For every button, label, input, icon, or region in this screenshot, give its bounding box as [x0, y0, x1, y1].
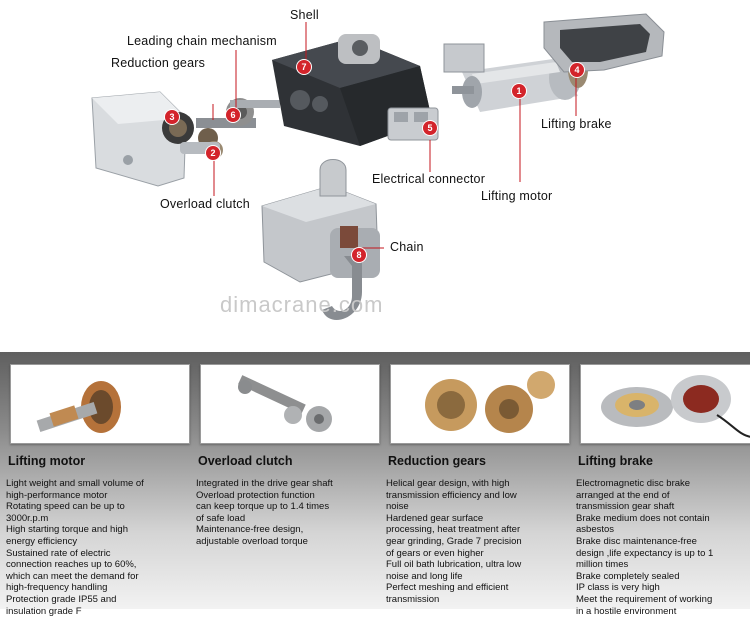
- badge-4: 4: [570, 63, 584, 77]
- feature-panel: Lifting motor Overload clutch Reduction …: [0, 352, 750, 617]
- body-line: Full oil bath lubrication, ultra low: [386, 559, 522, 571]
- body-line: Integrated in the drive gear shaft: [196, 478, 333, 489]
- title-reduction-gears: Reduction gears: [388, 454, 486, 468]
- badge-7: 7: [297, 60, 311, 74]
- body-line: adjustable overload torque: [196, 535, 308, 547]
- body-line: Protection grade IP55 and: [6, 593, 117, 605]
- body-line: of gears or even higher: [386, 547, 484, 559]
- body-line: arranged at the end of: [576, 489, 670, 501]
- body-line: Light weight and small volume of: [6, 478, 144, 489]
- body-line: High starting torque and high: [6, 524, 128, 536]
- badge-6: 6: [226, 108, 240, 122]
- body-line: connection reaches up to 60%,: [6, 559, 137, 571]
- body-line: energy efficiency: [6, 535, 78, 547]
- body-line: high-frequency handling: [6, 582, 108, 594]
- body-line: high-performance motor: [6, 489, 108, 501]
- body-line: Sustained rate of electric: [6, 547, 111, 559]
- label-reduction-gears: Reduction gears: [111, 56, 206, 70]
- exploded-diagram: dimacrane.com 1 2 3 4 5 6 7 8 Shell Lead…: [91, 8, 665, 321]
- badge-8: 8: [352, 248, 366, 262]
- body-overload-clutch: Integrated in the drive gear shaft Overl…: [196, 478, 374, 548]
- title-overload-clutch: Overload clutch: [198, 454, 293, 468]
- label-overload-clutch: Overload clutch: [160, 197, 250, 211]
- badge-1: 1: [512, 84, 526, 98]
- title-lifting-brake: Lifting brake: [578, 454, 654, 468]
- badge-3: 3: [165, 110, 179, 124]
- lifting-motor-image: [36, 381, 121, 433]
- body-line: Meet the requirement of working: [576, 593, 713, 605]
- body-line: transmission: [386, 593, 440, 605]
- lifting-brake-image: [601, 375, 750, 438]
- title-lifting-motor: Lifting motor: [8, 454, 86, 468]
- label-electrical-connector: Electrical connector: [372, 172, 486, 186]
- body-line: IP class is very high: [576, 582, 660, 594]
- body-line: design ,life expectancy is up to 1: [576, 547, 714, 559]
- body-line: transmission gear shaft: [576, 501, 675, 513]
- reduction-gears-image: [425, 371, 555, 433]
- badge-5: 5: [423, 121, 437, 135]
- body-line: in a hostile environment: [576, 605, 677, 617]
- reduction-gears-photo: [390, 364, 570, 444]
- body-line: gear grinding, Grade 7 precision: [386, 535, 522, 547]
- body-line: Electromagnetic disc brake: [576, 478, 691, 489]
- body-line: insulation grade F: [6, 605, 82, 617]
- end-cover-part: [543, 13, 665, 73]
- body-line: noise and long life: [386, 570, 463, 582]
- body-line: noise: [386, 501, 409, 513]
- body-line: Perfect meshing and efficient: [386, 582, 509, 594]
- body-line: Brake medium does not contain: [576, 512, 710, 524]
- body-line: Rotating speed can be up to: [6, 501, 125, 513]
- body-line: asbestos: [576, 524, 615, 536]
- body-reduction-gears: Helical gear design, with high transmiss…: [386, 478, 564, 606]
- body-line: which can meet the demand for: [6, 570, 139, 582]
- body-line: can keep torque up to 1.4 times: [196, 501, 330, 513]
- body-line: Brake disc maintenance-free: [576, 535, 697, 547]
- body-line: Helical gear design, with high: [386, 478, 510, 489]
- lifting-motor-photo: [10, 364, 190, 444]
- overload-clutch-image: [238, 375, 332, 432]
- overload-clutch-photo: [200, 364, 380, 444]
- body-line: transmission efficiency and low: [386, 489, 517, 501]
- label-leading-chain-mechanism: Leading chain mechanism: [127, 34, 277, 48]
- body-line: Overload protection function: [196, 489, 315, 501]
- rear-cover-part: [91, 91, 187, 187]
- body-line: Brake completely sealed: [576, 570, 680, 582]
- label-lifting-motor: Lifting motor: [481, 189, 553, 203]
- body-line: 3000r.p.m: [6, 512, 49, 524]
- body-lifting-motor: Light weight and small volume of high-pe…: [6, 478, 184, 617]
- lifting-brake-photo: [580, 364, 750, 444]
- badge-2: 2: [206, 146, 220, 160]
- label-lifting-brake: Lifting brake: [541, 117, 612, 131]
- body-line: Hardened gear surface: [386, 512, 484, 524]
- body-lifting-brake: Electromagnetic disc brake arranged at t…: [576, 478, 748, 617]
- body-line: million times: [576, 559, 629, 571]
- body-line: processing, heat treatment after: [386, 524, 521, 536]
- label-chain: Chain: [390, 240, 424, 254]
- body-line: of safe load: [196, 512, 246, 524]
- watermark-text: dimacrane.com: [220, 292, 384, 317]
- body-line: Maintenance-free design,: [196, 524, 304, 536]
- label-shell: Shell: [290, 8, 319, 22]
